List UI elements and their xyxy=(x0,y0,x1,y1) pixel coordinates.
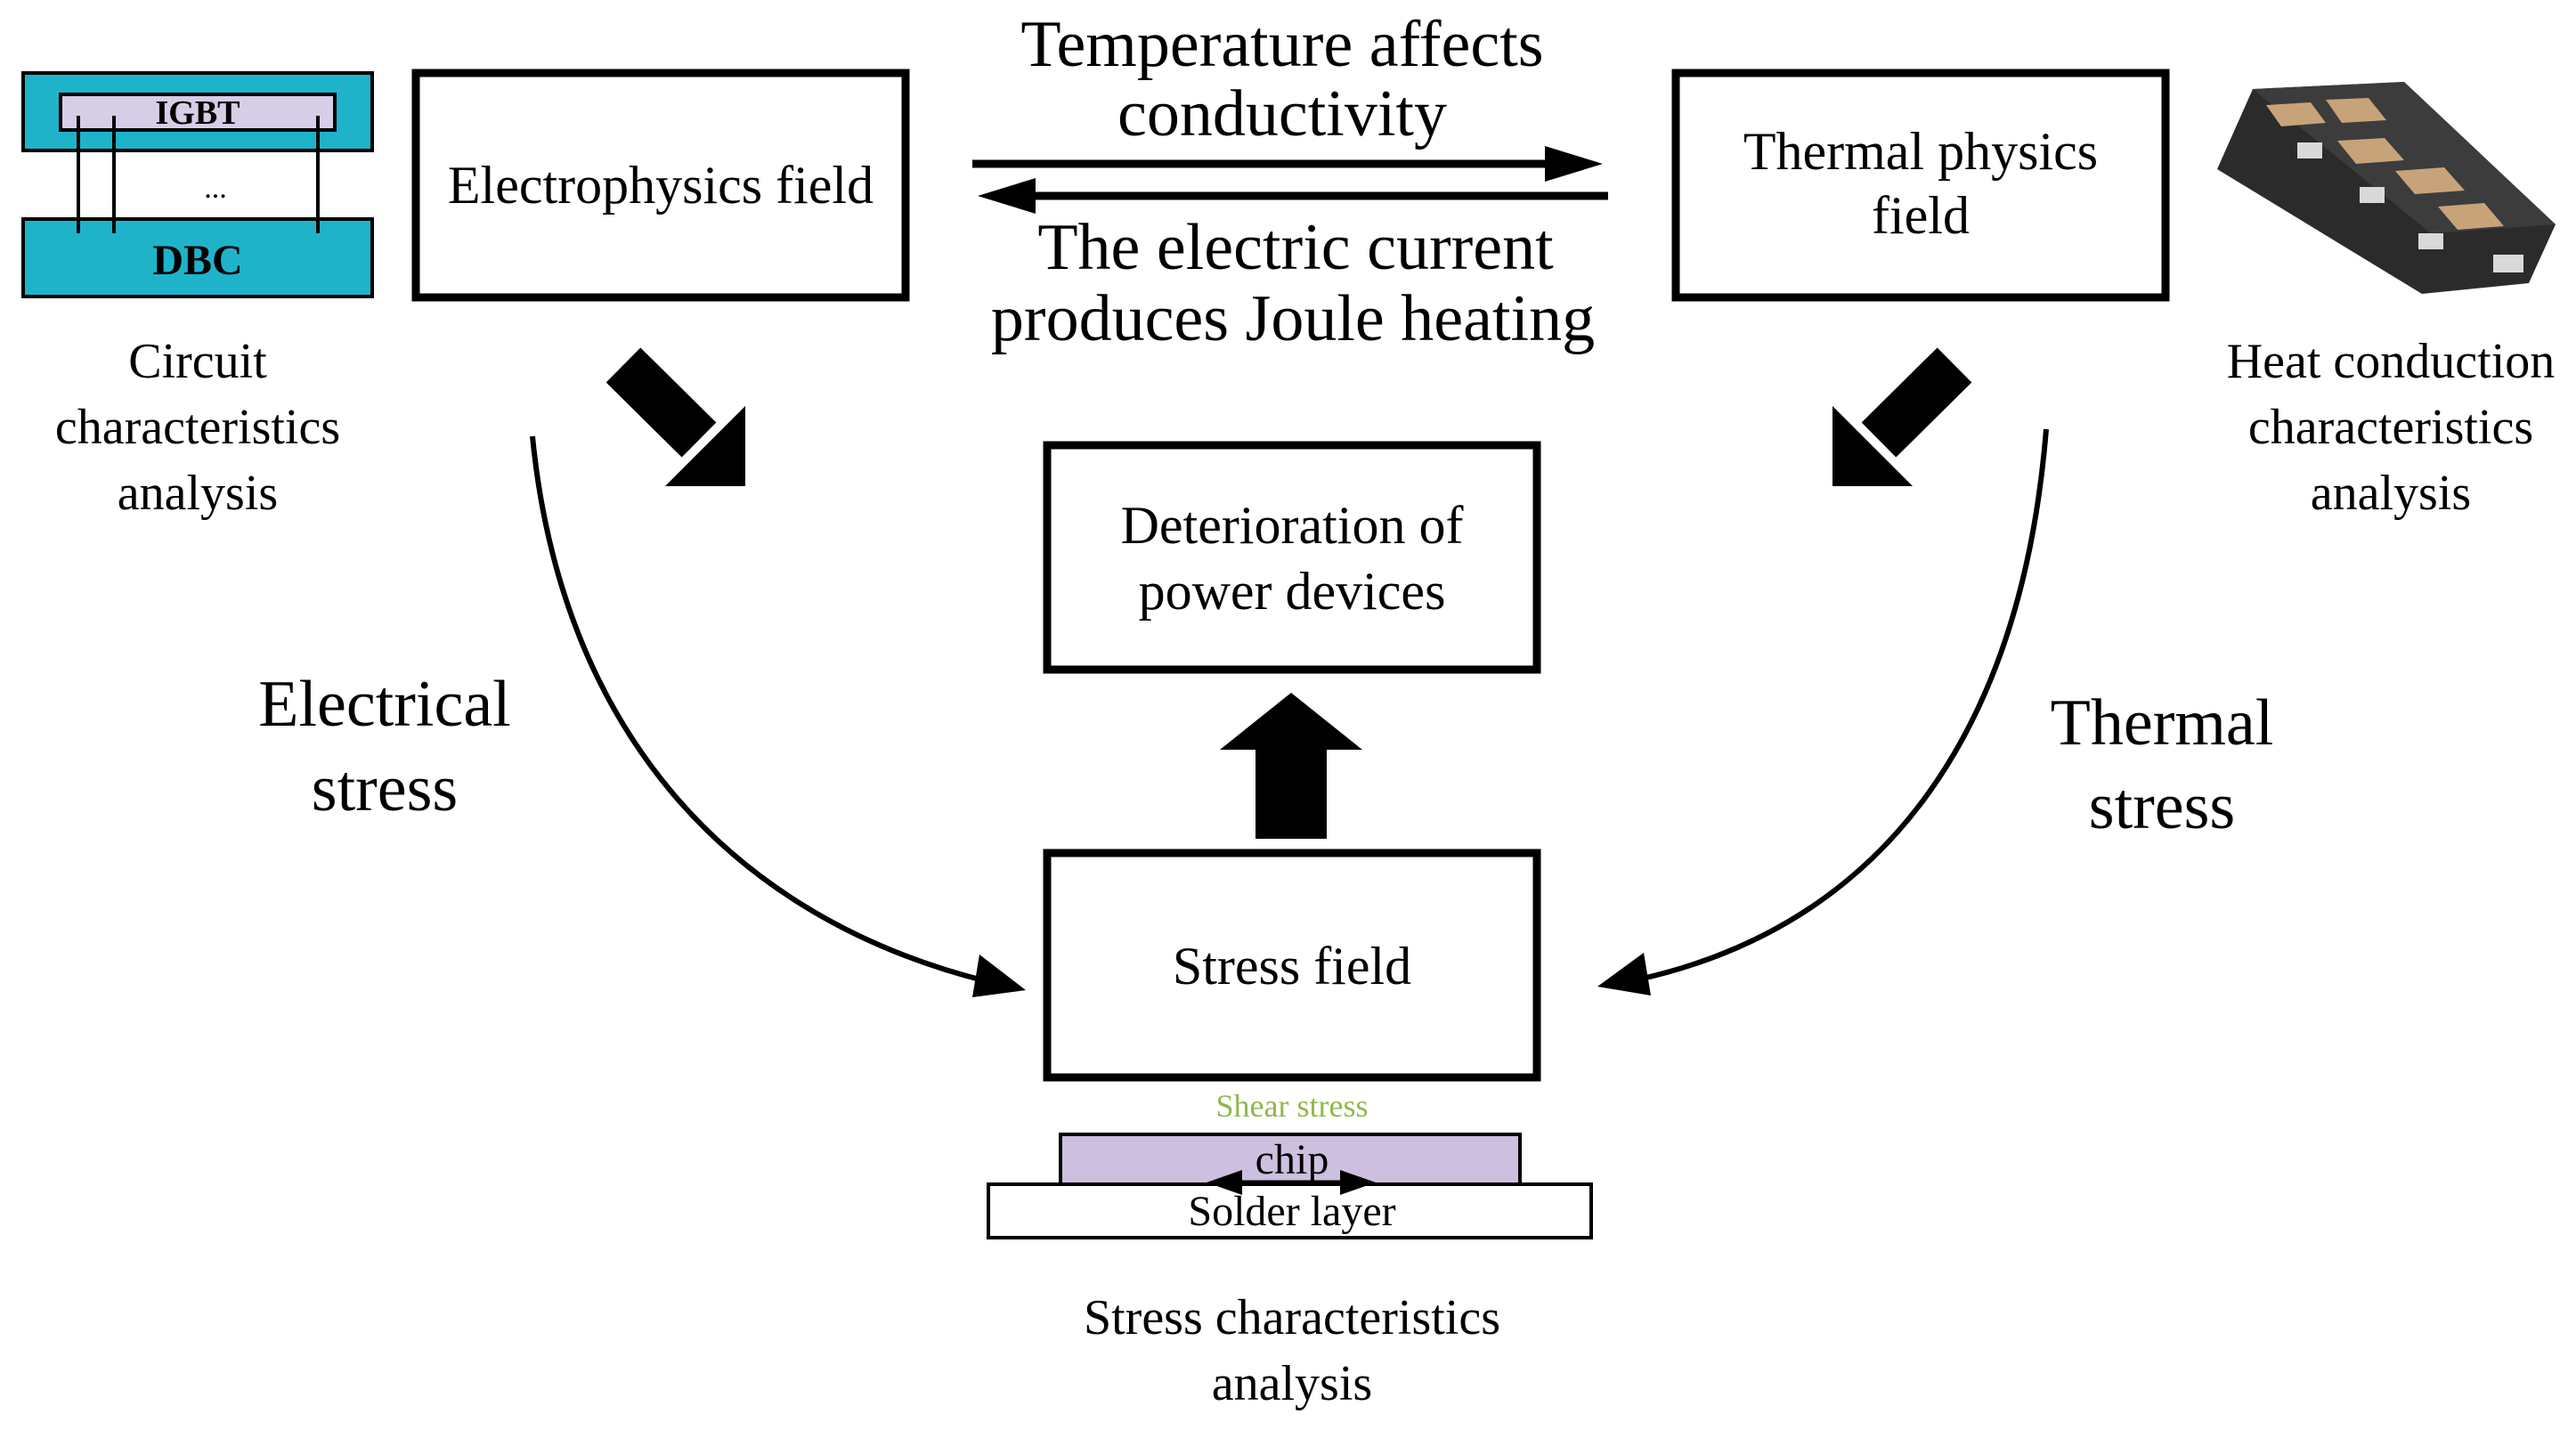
temperature-affects-line2: conductivity xyxy=(1117,77,1447,150)
thermal-stress-line2: stress xyxy=(2089,770,2235,843)
igbt-label: IGBT xyxy=(155,94,240,132)
deterioration-line2: power devices xyxy=(1139,562,1446,621)
stress-caption-line2: analysis xyxy=(1212,1356,1372,1411)
module-top-face xyxy=(2253,82,2556,233)
circuit-icon: IGBT ... DBC xyxy=(21,71,374,298)
deterioration-line1: Deterioration of xyxy=(1121,496,1464,555)
chip-label: chip xyxy=(1255,1136,1329,1183)
solder-layer xyxy=(987,1182,1593,1239)
thermal-stress-line1: Thermal xyxy=(2051,687,2274,760)
temperature-affects-line1: Temperature affects xyxy=(1020,8,1543,81)
module-screw-2 xyxy=(2360,187,2385,203)
chip-solder-icon: Shear stress chip Solder layer xyxy=(987,1088,1593,1239)
module-terminal-1 xyxy=(2266,102,2326,126)
electrical-stress-line2: stress xyxy=(312,752,458,825)
circuit-caption-line3: analysis xyxy=(118,466,278,521)
igbt-module-image xyxy=(2217,82,2556,294)
stress-caption: Stress characteristics analysis xyxy=(1084,1290,1500,1411)
thermal-physics-field-line1: Thermal physics xyxy=(1743,122,2098,181)
joule-heating-line2: produces Joule heating xyxy=(991,282,1595,355)
stress-caption-line1: Stress characteristics xyxy=(1084,1290,1500,1345)
igbt-chip xyxy=(59,93,337,132)
coupling-arrow-left xyxy=(978,178,1608,214)
shear-stress-label: Shear stress xyxy=(1216,1088,1369,1124)
shear-double-arrow xyxy=(1207,1170,1376,1195)
ellipsis-label: ... xyxy=(204,172,227,205)
coupling-arrow-right xyxy=(972,146,1603,182)
thermal-stress-curve xyxy=(1597,428,2049,995)
electrical-stress-line1: Electrical xyxy=(258,668,510,741)
electrophysics-field-label: Electrophysics field xyxy=(448,156,874,215)
module-screw-4 xyxy=(2493,255,2523,272)
circuit-caption-line2: characteristics xyxy=(55,400,340,455)
dbc-label: DBC xyxy=(152,237,242,284)
circuit-caption-line1: Circuit xyxy=(128,334,267,389)
deterioration-box xyxy=(1043,441,1541,674)
module-terminal-5 xyxy=(2438,203,2504,230)
thermal-physics-field-box xyxy=(1671,69,2170,302)
module-caption-line2: characteristics xyxy=(2248,400,2533,455)
joule-heating-line1: The electric current xyxy=(1037,211,1554,284)
electrical-stress-curve xyxy=(530,435,1026,997)
module-screw-3 xyxy=(2418,233,2443,249)
chip-layer xyxy=(1059,1133,1522,1186)
solder-layer-label: Solder layer xyxy=(1188,1188,1395,1235)
module-terminal-4 xyxy=(2395,167,2465,194)
thermal-physics-field-line2: field xyxy=(1872,186,1970,245)
module-caption-line1: Heat conduction xyxy=(2227,334,2556,389)
module-caption-line3: analysis xyxy=(2311,466,2471,521)
bottom-dbc-plate xyxy=(21,217,374,298)
thick-arrow-thermal-to-deterioration xyxy=(1832,347,1972,486)
stress-field-box xyxy=(1043,849,1541,1082)
stress-field-label: Stress field xyxy=(1173,937,1411,995)
module-screw-1 xyxy=(2297,142,2322,158)
thick-arrow-electro-to-deterioration xyxy=(605,347,745,486)
thick-arrow-stress-to-deterioration xyxy=(1220,693,1362,839)
module-terminal-3 xyxy=(2337,138,2404,164)
module-caption: Heat conduction characteristics analysis xyxy=(2227,334,2556,521)
electrophysics-field-box xyxy=(411,69,910,302)
circuit-caption: Circuit characteristics analysis xyxy=(55,334,340,521)
module-terminal-2 xyxy=(2326,98,2386,123)
